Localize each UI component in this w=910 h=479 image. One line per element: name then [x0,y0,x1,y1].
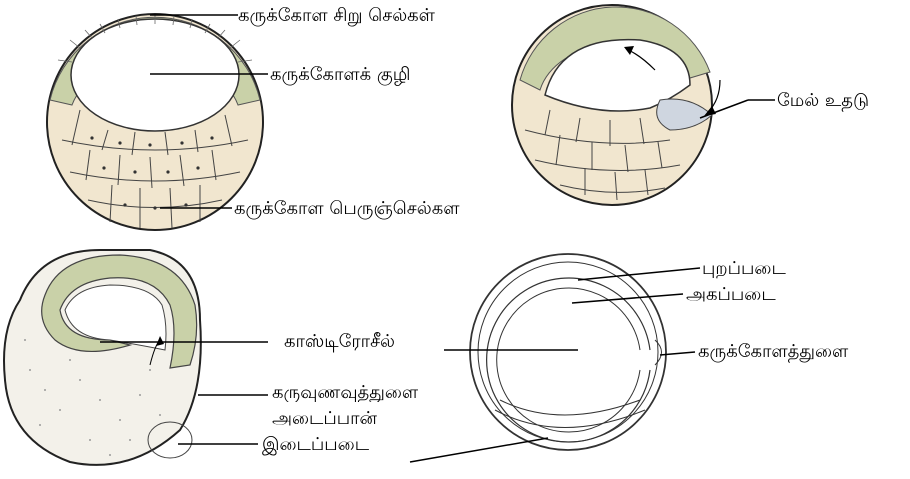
label-yolk-plug-1: கருவுணவுத்துளை [272,384,482,402]
ectoderm-outer [470,254,666,450]
label-blastocoel: கருக்கோளக் குழி [270,66,411,84]
label-mesoderm: இடைப்படை [262,436,369,454]
label-blastopore: கருக்கோளத்துளை [698,343,848,361]
late-gastrula-panel [4,250,268,465]
label-dorsal-lip: மேல் உதடு [777,92,869,110]
label-ectoderm: புறப்படை [702,260,786,278]
ectoderm-leader [578,268,700,280]
label-micromeres: கருக்கோள சிறு செல்கள் [238,7,435,25]
label-yolk-plug-2: அடைப்பான் [272,410,377,428]
endoderm-leader [572,294,683,303]
endoderm-inner [497,288,640,432]
germ-layers-panel [410,254,700,462]
blastocoel-cavity [71,19,239,131]
label-archenteron: காஸ்டிரோசீல் [284,333,395,351]
mesoderm-right-leader [410,438,548,462]
label-macromeres: கருக்கோள பெருஞ்செல்கள [234,200,459,218]
mesoderm-curve-1 [500,400,640,415]
label-endoderm: அகப்படை [686,286,776,304]
early-gastrula-panel [512,5,775,205]
